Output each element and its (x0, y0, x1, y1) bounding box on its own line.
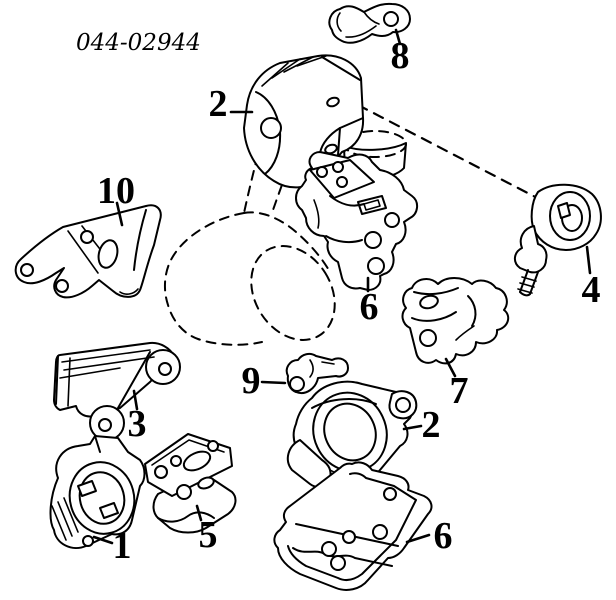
part-4-mount (514, 183, 602, 297)
callout-part-8: 8 (390, 35, 410, 77)
part-1-mount (49, 435, 146, 549)
part-7-bracket (401, 277, 510, 365)
diagram-code: 044-02944 (76, 30, 201, 56)
leader-line-8 (394, 28, 402, 46)
leader-line-5 (195, 504, 203, 522)
part-6-lower-plate (273, 461, 433, 591)
callout-part-1: 1 (112, 525, 132, 567)
callout-part-10: 10 (97, 170, 135, 212)
leader-line-10 (115, 201, 124, 227)
part-8-bracket (328, 2, 411, 44)
leader-lines (92, 28, 592, 545)
leader-line-1 (92, 535, 114, 545)
callout-part-5: 5 (198, 514, 218, 556)
part-6-middle-bracket (295, 151, 418, 291)
callout-part-6-middle: 6 (359, 286, 379, 328)
part-3-bracket (53, 341, 181, 441)
dashed-leader-to-part-4 (356, 103, 547, 204)
callout-part-2-lower: 2 (421, 404, 441, 446)
part-9-bracket (285, 352, 349, 394)
leader-line-3 (132, 389, 139, 411)
part-5-bracket (144, 433, 237, 534)
callout-part-6-lower: 6 (433, 515, 453, 557)
part-2-lower-mount (286, 380, 418, 488)
callout-part-3: 3 (127, 403, 147, 445)
leader-line-2-lower (402, 424, 423, 431)
part-10-bracket (14, 204, 162, 299)
leader-line-9 (260, 380, 287, 385)
callout-part-7: 7 (449, 370, 469, 412)
callout-part-9: 9 (241, 360, 261, 402)
callout-part-2-upper: 2 (208, 83, 228, 125)
leader-line-7 (444, 357, 457, 378)
leader-line-4 (585, 245, 592, 275)
leader-line-6-lower (405, 533, 431, 544)
callout-part-4: 4 (581, 269, 601, 311)
